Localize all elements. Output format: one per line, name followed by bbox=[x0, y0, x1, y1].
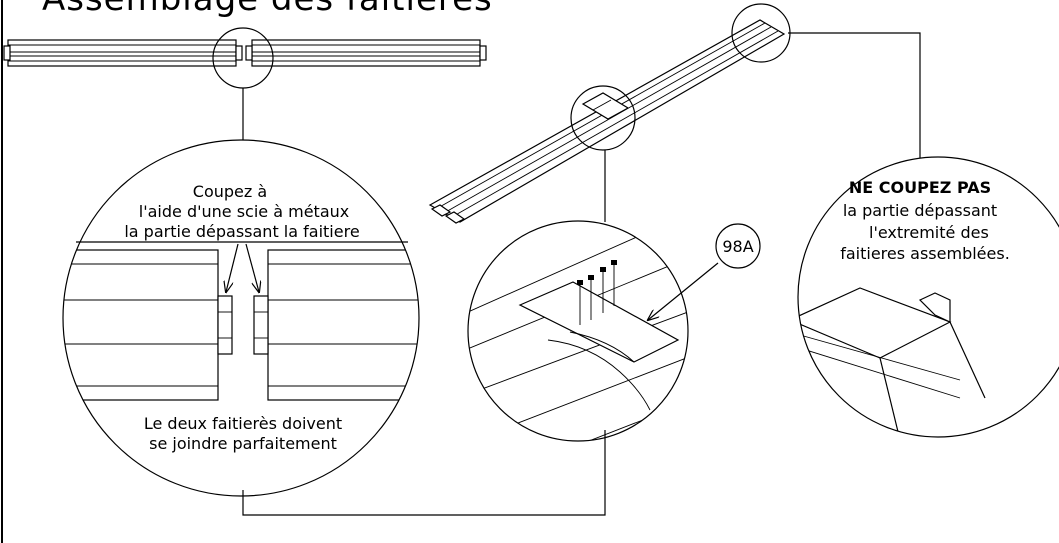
callout-circle-strap bbox=[570, 85, 636, 151]
detail-cut-overlap: Coupez à l'aide d'une scie à métaux la p… bbox=[62, 139, 420, 497]
result-line-2: se joindre parfaitement bbox=[149, 434, 337, 453]
warning-text: NE COUPEZ PAS bbox=[849, 178, 991, 197]
part-label-bubble bbox=[715, 223, 761, 269]
cut-instruction-line-3: la partie dépassant la faitiere bbox=[124, 222, 359, 241]
part-label: 98A bbox=[722, 237, 753, 256]
overhang-note-line-2: l'extremité des bbox=[869, 223, 989, 242]
cut-instruction-line-1: Coupez à bbox=[193, 182, 267, 201]
detail-circle-right bbox=[797, 156, 1059, 438]
detail-do-not-cut: NE COUPEZ PAS la partie dépassant l'extr… bbox=[797, 156, 1059, 438]
detail-strap-fastening: 98A bbox=[467, 220, 761, 442]
result-line-1: Le deux faitierès doivent bbox=[144, 414, 342, 433]
diagram-title: Assemblage des faitieres bbox=[42, 0, 493, 19]
overhang-note-line-3: faitieres assemblées. bbox=[840, 244, 1010, 263]
ridge-cap-perspective bbox=[428, 3, 791, 224]
ridge-caps-overview bbox=[3, 27, 487, 89]
detail-circle-middle bbox=[467, 220, 689, 442]
overhang-note-line-1: la partie dépassant bbox=[843, 201, 997, 220]
callout-leaders bbox=[242, 32, 921, 516]
cut-instruction-line-2: l'aide d'une scie à métaux bbox=[139, 202, 349, 221]
detail-circle-left bbox=[62, 139, 420, 497]
callout-circle-overhang bbox=[731, 3, 791, 63]
